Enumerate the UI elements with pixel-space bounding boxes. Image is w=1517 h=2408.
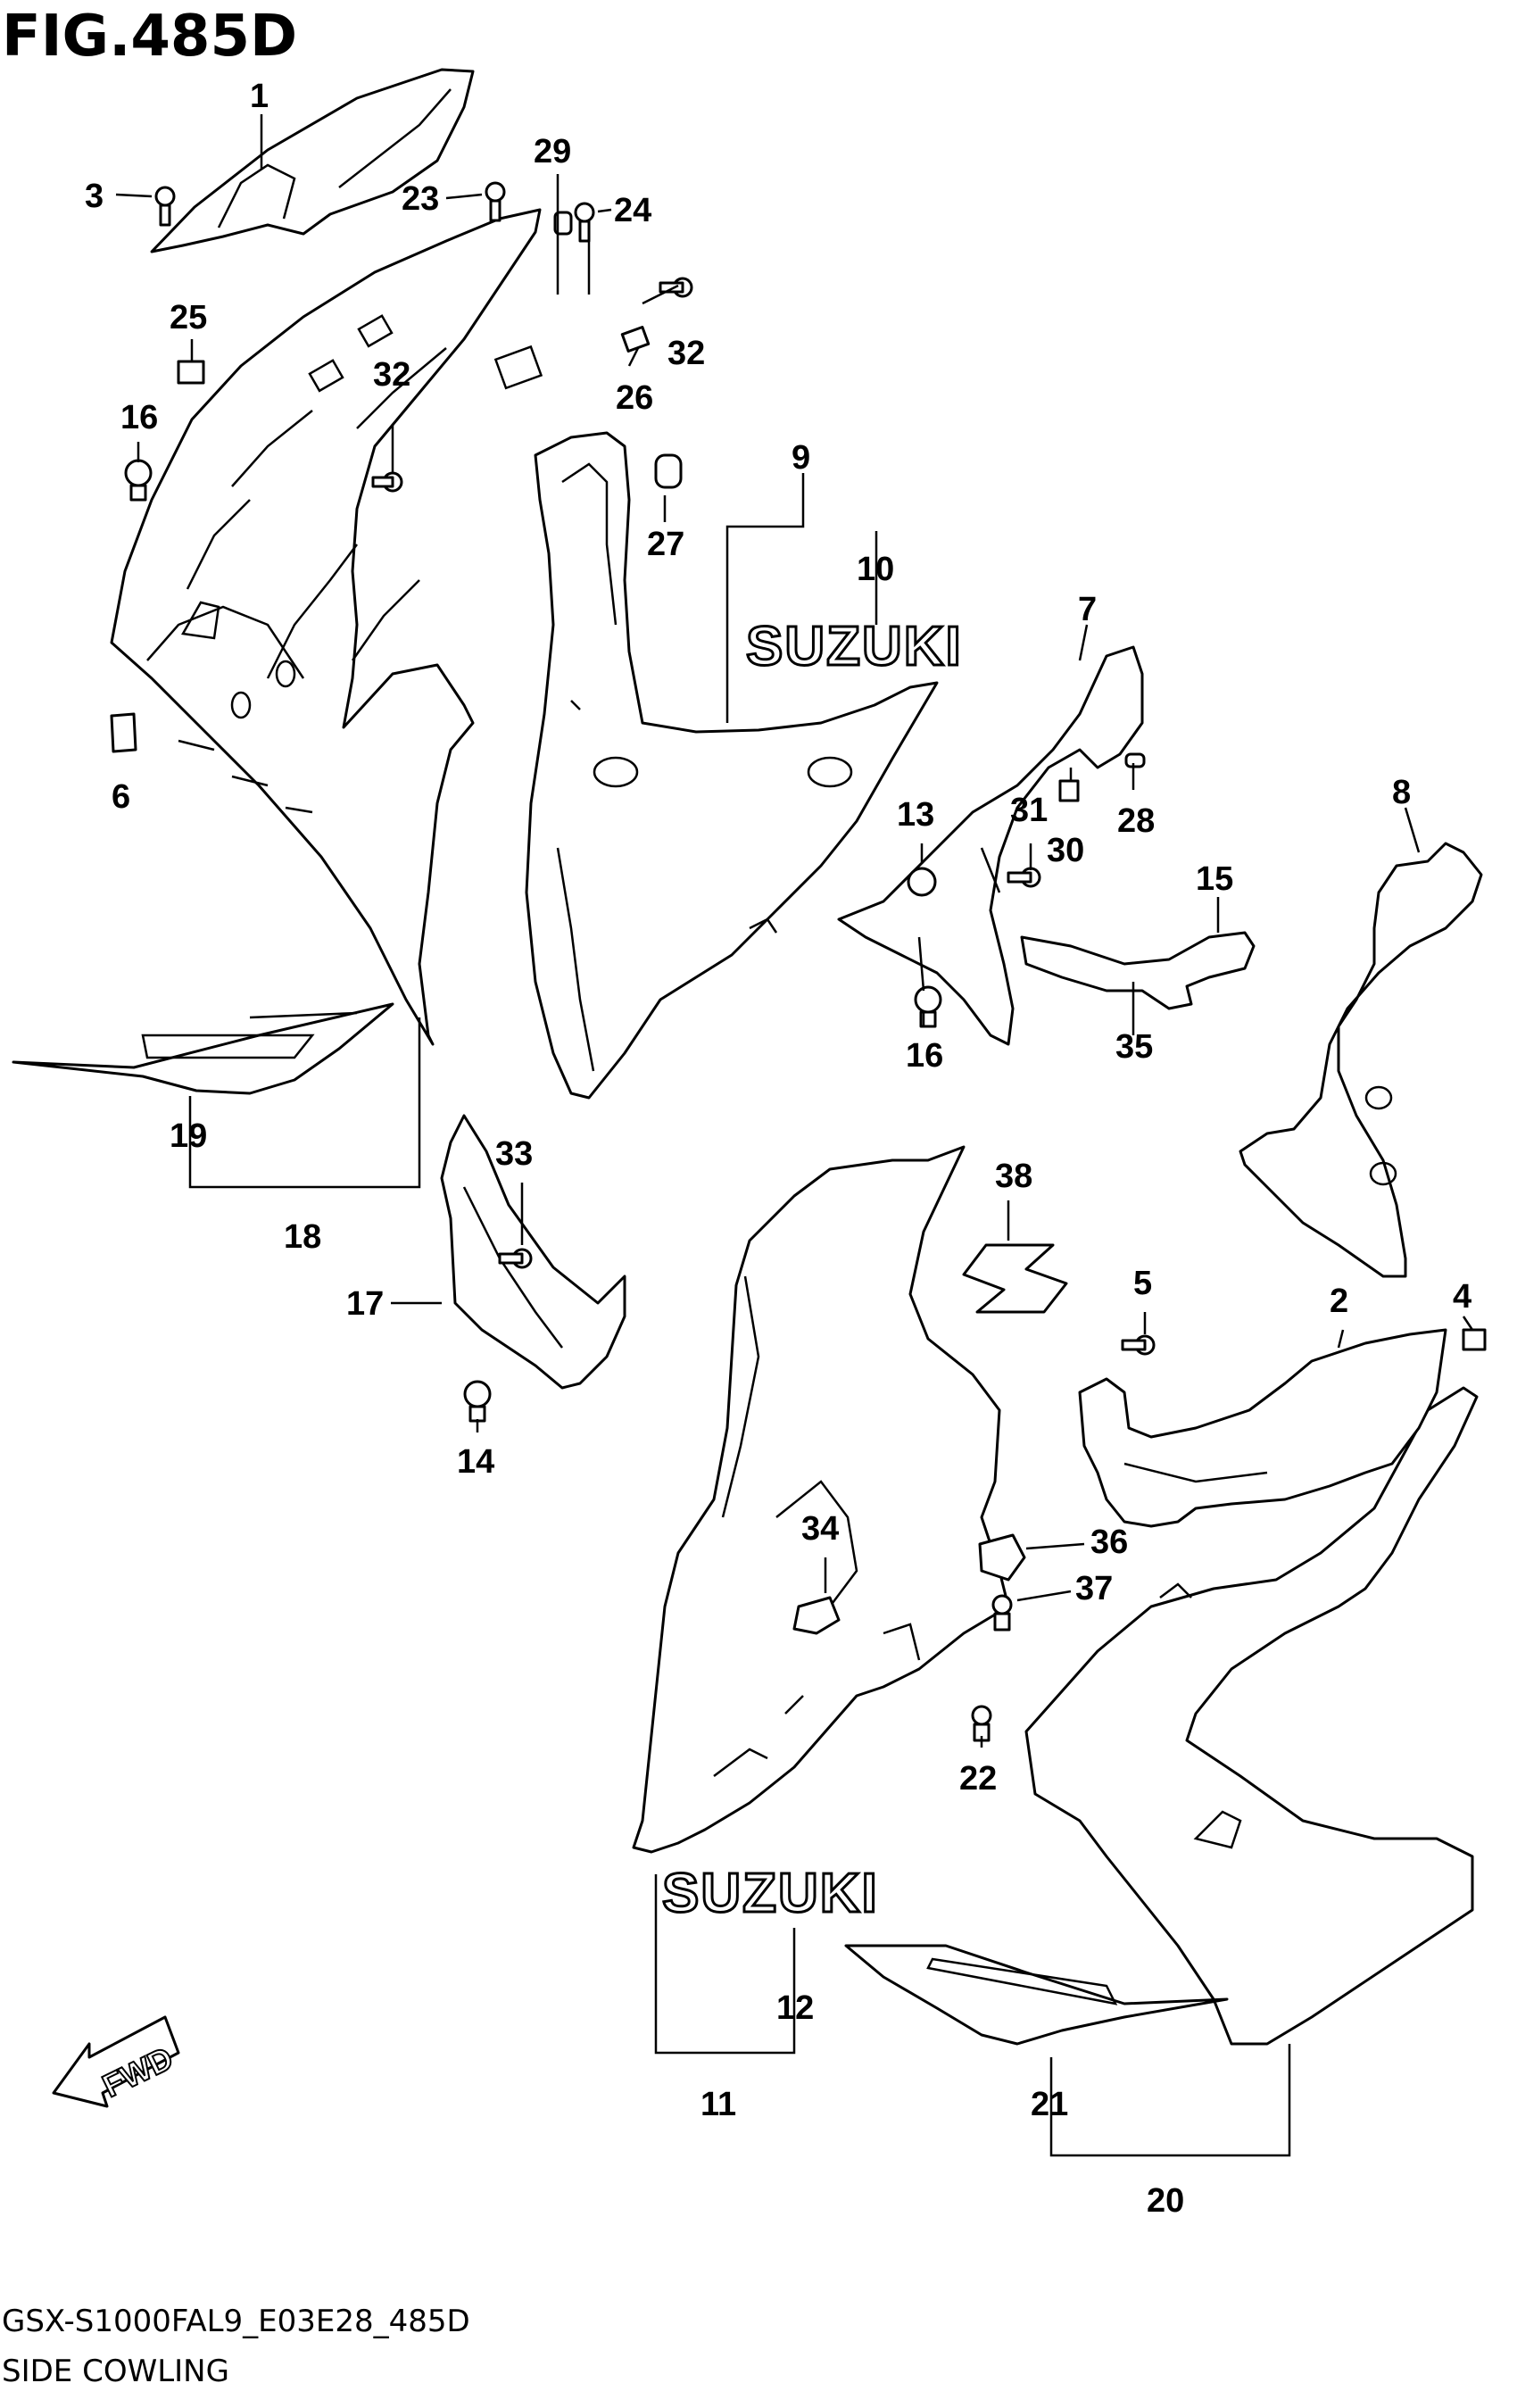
callout-14: 14: [457, 1443, 494, 1481]
callout-31: 31: [1010, 792, 1048, 829]
callout-25: 25: [170, 299, 207, 336]
callout-28: 28: [1117, 802, 1155, 840]
callout-26: 26: [616, 379, 653, 417]
callout-34: 34: [801, 1510, 839, 1548]
callout-20: 20: [1147, 2182, 1184, 2220]
figure-title: FIG.485D: [2, 4, 297, 70]
callout-24: 24: [614, 192, 651, 229]
callout-37: 37: [1075, 1570, 1113, 1607]
callout-12: 12: [776, 1989, 814, 2027]
callout-17: 17: [346, 1285, 384, 1323]
fwd-arrow-icon: FWD: [52, 2015, 180, 2108]
callout-7: 7: [1078, 591, 1097, 628]
callout-9: 9: [792, 439, 810, 477]
callout-18: 18: [284, 1218, 321, 1256]
part-38-s-emblem: [962, 1243, 1068, 1314]
part-1-inner-panel: [150, 68, 475, 253]
callout-21: 21: [1031, 2086, 1068, 2123]
callout-1: 1: [250, 78, 269, 115]
callout-2: 2: [1330, 1283, 1348, 1320]
callout-23: 23: [402, 180, 439, 218]
leader-lines: [115, 114, 1474, 2157]
callout-16a: 16: [120, 399, 158, 436]
callout-15: 15: [1196, 860, 1233, 898]
model-code: GSX-S1000FAL9_E03E28_485D: [2, 2304, 470, 2339]
callout-labels: 1 2 3 4 5 6 7 8 9 10 11 12 13 14 15 16 1…: [85, 78, 1471, 2220]
small-hardware: [124, 181, 1487, 1742]
part-15-stay: [1020, 931, 1256, 1010]
callout-19: 19: [170, 1117, 207, 1155]
callout-16b: 16: [906, 1037, 943, 1075]
callout-10: 10: [857, 551, 894, 588]
part-2-side-trim: [1078, 1328, 1447, 1528]
part-6-label-tag: [110, 712, 137, 753]
part-7-inner-bracket: [837, 645, 1144, 1046]
part-17-under-cowl: [440, 1114, 626, 1390]
callout-32b: 32: [667, 335, 705, 372]
callout-6: 6: [112, 778, 130, 816]
callout-5: 5: [1133, 1265, 1152, 1302]
callout-11: 11: [700, 2086, 736, 2123]
part-11-lower-center-cowl: [632, 1145, 1010, 1854]
callout-8: 8: [1392, 774, 1411, 811]
callout-27: 27: [647, 526, 684, 563]
callout-36: 36: [1090, 1524, 1128, 1561]
part-19-decal-left: [12, 1002, 394, 1095]
suzuki-logo-lower: SUZUKI: [662, 1863, 879, 1924]
callout-13: 13: [897, 796, 934, 834]
callout-4: 4: [1453, 1278, 1471, 1316]
suzuki-logo-upper: SUZUKI: [746, 616, 963, 677]
callout-38: 38: [995, 1158, 1032, 1195]
callout-22: 22: [959, 1760, 997, 1798]
callout-30: 30: [1047, 832, 1084, 869]
part-21-decal-right: [844, 1944, 1229, 2046]
callout-33: 33: [495, 1135, 533, 1173]
part-20-lower-cowl-right: [1024, 1386, 1479, 2046]
section-name: SIDE COWLING: [2, 2354, 229, 2389]
part-8-rear-bracket: [1239, 842, 1483, 1278]
callout-32a: 32: [373, 356, 410, 394]
part-18-side-cowl-left: [110, 208, 543, 1046]
part-9-center-cowl: [525, 431, 939, 1100]
callout-3: 3: [85, 178, 104, 215]
callout-35: 35: [1115, 1028, 1153, 1066]
callout-29: 29: [534, 133, 571, 170]
